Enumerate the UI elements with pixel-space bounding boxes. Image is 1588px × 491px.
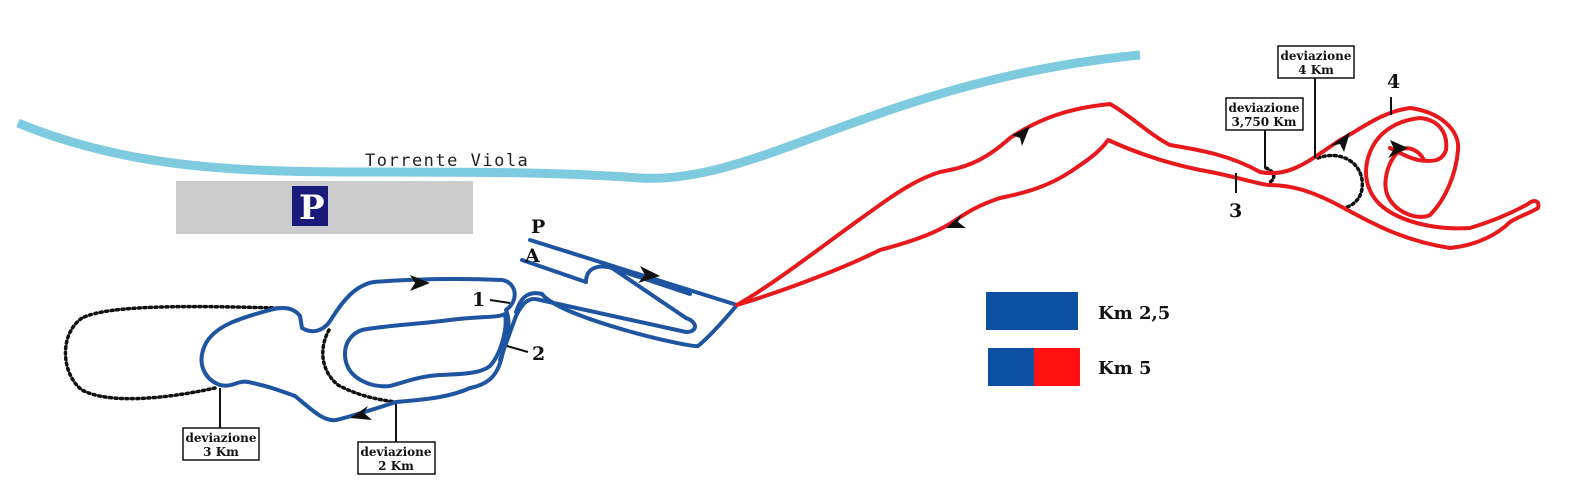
detour-2km-path (321, 328, 398, 404)
detour-3750-path (1264, 166, 1276, 185)
blue-hairpin (498, 266, 697, 362)
blue-inner-loop (199, 276, 517, 423)
marker-km-2-tick (506, 345, 529, 353)
deviation-3km-callout: deviazione 3 Km (182, 388, 260, 461)
legend-swatch-km-5-red (1034, 348, 1080, 386)
detour-4km-path (1316, 153, 1365, 210)
deviation-3km-line2: 3 Km (203, 445, 239, 459)
deviation-4km-callout: deviazione 4 Km (1277, 45, 1355, 158)
blue-course (199, 238, 739, 423)
legend-swatch-km-2-5 (986, 292, 1078, 330)
marker-km-1: 1 (472, 289, 485, 311)
arrow-red-spiral (1388, 140, 1408, 158)
legend-label-km-5: Km 5 (1098, 358, 1151, 379)
arrow-red-return (946, 214, 966, 228)
deviation-2km-callout: deviazione 2 Km (357, 404, 436, 475)
arrow-blue-bottom (350, 406, 372, 420)
deviation-2km-line2: 2 Km (378, 459, 414, 473)
marker-start-p: P (531, 216, 545, 238)
river-torrente-viola (16, 50, 1141, 183)
deviation-3750-callout: deviazione 3,750 Km (1225, 97, 1304, 168)
deviation-4km-line2: 4 Km (1298, 63, 1334, 77)
arrow-blue-top (410, 275, 430, 291)
legend-label-km-2-5: Km 2,5 (1098, 303, 1170, 324)
marker-km-1-tick (489, 299, 511, 304)
direction-arrows (350, 126, 1408, 420)
blue-start-straight (528, 238, 739, 307)
red-course (735, 102, 1541, 307)
arrow-blue-straight (638, 266, 660, 283)
deviation-3750-line1: deviazione (1228, 101, 1299, 115)
blue-middle-loop (343, 312, 508, 389)
deviation-2km-line1: deviazione (360, 445, 431, 459)
blue-small-turn (584, 264, 692, 296)
deviation-4km-line1: deviazione (1280, 49, 1351, 63)
blue-return-to-straight (514, 291, 739, 349)
marker-km-3: 3 (1229, 200, 1242, 222)
arrow-red-outbound (1012, 126, 1030, 146)
red-return (735, 116, 1541, 307)
marker-km-2: 2 (532, 343, 545, 365)
legend: Km 2,5 Km 5 (986, 292, 1170, 386)
legend-swatch-km-5-blue (988, 348, 1034, 386)
red-outbound (735, 102, 1461, 307)
marker-km-4: 4 (1387, 71, 1400, 93)
parking-sign-letter: P (299, 188, 325, 228)
deviation-3km-line1: deviazione (185, 431, 256, 445)
marker-finish-a: A (524, 245, 540, 267)
arrow-red-4km (1330, 132, 1350, 152)
detour-3km-path (63, 304, 280, 401)
river-label: Torrente Viola (365, 151, 529, 171)
parking-sign (292, 186, 328, 226)
detour-connectors (63, 153, 1365, 404)
deviation-3750-line2: 3,750 Km (1232, 115, 1297, 129)
blue-finish-straight (520, 258, 588, 284)
